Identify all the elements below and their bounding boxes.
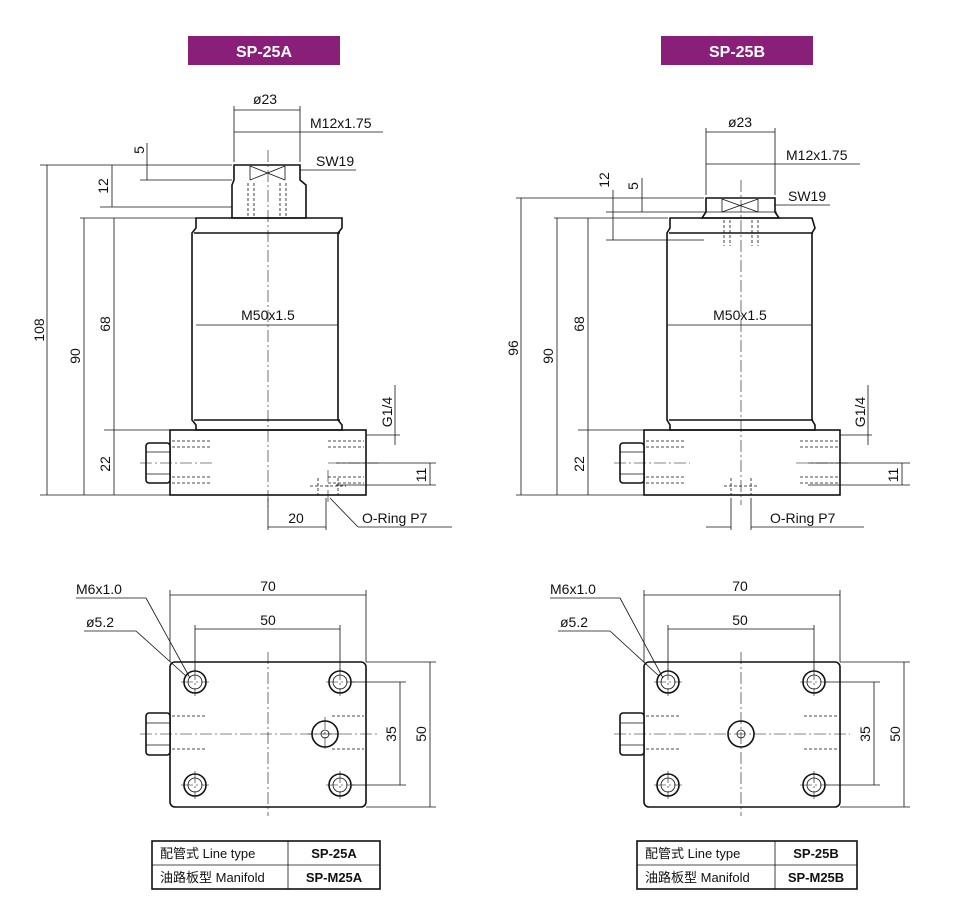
dim-5: 5 (131, 146, 147, 154)
model-table-sp-25a: 配管式 Line type SP-25A 油路板型 Manifold SP-M2… (151, 840, 381, 890)
dim-11: 11 (413, 468, 429, 483)
bottom-view-sp-25a (76, 590, 436, 816)
dim-70: 70 (260, 578, 276, 594)
side-dimensions-sp-25b (516, 128, 910, 530)
dim-11: 11 (885, 468, 901, 483)
table-value-manifold: SP-M25B (788, 870, 844, 885)
table-row-line-type: 配管式 Line type (160, 846, 255, 861)
drawing-sp-25a: SP-25A (31, 36, 452, 890)
dim-body-thread: M50x1.5 (713, 307, 767, 323)
dim-sw19: SW19 (788, 188, 826, 204)
label-d52: ø5.2 (560, 614, 588, 630)
label-m6: M6x1.0 (76, 581, 122, 597)
dim-35: 35 (383, 726, 399, 742)
table-value-line-type: SP-25B (793, 846, 839, 861)
table-row-manifold: 油路板型 Manifold (160, 870, 265, 885)
dim-top-thread: M12x1.75 (786, 147, 848, 163)
table-value-line-type: SP-25A (311, 846, 357, 861)
dim-50-vertical: 50 (887, 726, 903, 742)
dim-68: 68 (97, 316, 113, 332)
drawing-sp-25b: SP-25B (505, 36, 910, 890)
dim-top-diameter: ø23 (253, 91, 277, 107)
model-badge-label: SP-25A (236, 44, 292, 61)
dim-22: 22 (97, 456, 113, 472)
dim-108: 108 (31, 318, 47, 342)
table-row-manifold: 油路板型 Manifold (645, 870, 750, 885)
dim-50-vertical: 50 (413, 726, 429, 742)
dim-50: 50 (732, 612, 748, 628)
table-value-manifold: SP-M25A (306, 870, 363, 885)
dim-port: G1/4 (852, 397, 868, 428)
dim-12: 12 (95, 178, 111, 194)
dim-oring: O-Ring P7 (770, 510, 836, 526)
dim-90: 90 (540, 348, 556, 364)
dim-oring: O-Ring P7 (362, 510, 428, 526)
dim-22: 22 (571, 456, 587, 472)
dim-5: 5 (625, 182, 641, 190)
bottom-view-sp-25b (550, 590, 910, 816)
dim-70: 70 (732, 578, 748, 594)
model-badge-sp-25a (188, 36, 340, 65)
model-table-sp-25b: 配管式 Line type SP-25B 油路板型 Manifold SP-M2… (636, 840, 858, 890)
dim-12: 12 (596, 172, 612, 188)
side-dimensions-sp-25a (40, 106, 452, 530)
dim-body-thread: M50x1.5 (241, 307, 295, 323)
model-badge-sp-25b (661, 36, 813, 65)
table-row-line-type: 配管式 Line type (645, 846, 740, 861)
dim-port: G1/4 (379, 397, 395, 428)
dim-50: 50 (260, 612, 276, 628)
side-view-sp-25a (140, 150, 378, 510)
dim-96: 96 (505, 340, 521, 356)
dim-68: 68 (571, 316, 587, 332)
dim-35: 35 (857, 726, 873, 742)
dim-90: 90 (67, 348, 83, 364)
label-d52: ø5.2 (86, 614, 114, 630)
dim-top-diameter: ø23 (728, 114, 752, 130)
dim-20: 20 (288, 510, 304, 526)
dim-sw19: SW19 (316, 153, 354, 169)
model-badge-label: SP-25B (709, 44, 765, 61)
dim-top-thread: M12x1.75 (310, 115, 372, 131)
side-view-sp-25b (614, 180, 850, 505)
label-m6: M6x1.0 (550, 581, 596, 597)
